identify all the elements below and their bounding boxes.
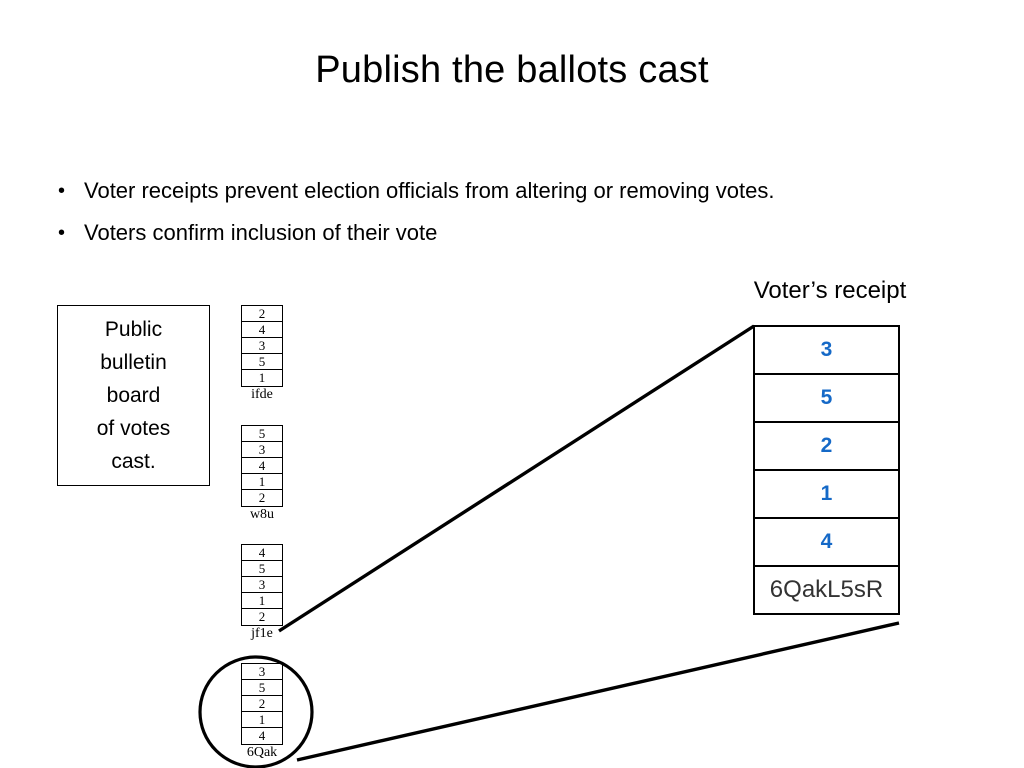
ballot-rank-cell: 2 xyxy=(242,306,282,322)
ballot-rank-cell: 5 xyxy=(242,426,282,442)
bullet-text: Voters confirm inclusion of their vote xyxy=(84,220,438,245)
ballot-rank-cell: 3 xyxy=(242,577,282,593)
bulletin-line: board xyxy=(106,384,161,407)
ballot-rank-cell: 2 xyxy=(258,490,266,505)
ballot-rank-cell: 1 xyxy=(242,474,282,490)
voter-receipt-panel: 3 5 2 1 4 6QakL5sR xyxy=(753,325,900,615)
receipt-rank-cell: 1 xyxy=(755,471,898,519)
bullet-list: • Voter receipts prevent election offici… xyxy=(58,170,988,254)
ballot-cells: 3 5 2 1 4 xyxy=(241,663,283,745)
ballot-rank-cell: 2 xyxy=(242,696,282,712)
ballot-code-label: jf1e xyxy=(251,626,273,641)
page-title: Publish the ballots cast xyxy=(315,49,709,91)
ballot-rank-cell: 5 xyxy=(242,561,282,577)
receipt-rank-cell: 4 xyxy=(755,519,898,567)
ballot-stack: 4 5 3 1 2 jf1e xyxy=(241,544,283,642)
bulletin-line: of votes xyxy=(96,417,171,440)
ballot-rank-cell: 1 xyxy=(242,593,282,609)
ballot-rank-cell: 1 xyxy=(258,370,266,385)
ballot-cells: 2 4 3 5 1 xyxy=(241,305,283,387)
ballot-rank-cell: 5 xyxy=(242,680,282,696)
ballot-rank-cell: 4 xyxy=(242,545,282,561)
ballot-rank-cell: 5 xyxy=(242,354,282,370)
ballot-rank-cell: 2 xyxy=(258,609,266,624)
ballot-cells: 4 5 3 1 2 xyxy=(241,544,283,626)
ballot-rank-cell: 4 xyxy=(258,728,266,743)
ballot-rank-cell: 1 xyxy=(242,712,282,728)
bullet-item: • Voter receipts prevent election offici… xyxy=(58,170,988,212)
ballot-code-label: w8u xyxy=(249,507,275,522)
bullet-marker-icon: • xyxy=(58,180,66,202)
ballot-rank-cell: 4 xyxy=(242,458,282,474)
ballot-code-label: ifde xyxy=(251,387,273,402)
bulletin-line: bulletin xyxy=(100,351,167,374)
ballot-stack: 2 4 3 5 1 ifde xyxy=(241,305,283,403)
ballot-stack: 5 3 4 1 2 w8u xyxy=(241,425,283,523)
bullet-marker-icon: • xyxy=(58,222,66,244)
receipt-rank-cell: 3 xyxy=(755,327,898,375)
bulletin-line: cast. xyxy=(111,450,156,473)
ballot-rank-cell: 3 xyxy=(242,338,282,354)
ballot-code-label: 6Qak xyxy=(246,745,278,760)
ballot-rank-cell: 3 xyxy=(242,664,282,680)
receipt-rank-cell: 5 xyxy=(755,375,898,423)
receipt-code-label: 6QakL5sR xyxy=(769,576,884,603)
bullet-text: Voter receipts prevent election official… xyxy=(84,178,775,203)
bulletin-line: Public xyxy=(104,318,163,341)
connector-line-upper xyxy=(278,324,755,633)
ballot-rank-cell: 3 xyxy=(242,442,282,458)
ballot-stack-selected: 3 5 2 1 4 6Qak xyxy=(241,663,283,761)
ballot-rank-cell: 4 xyxy=(242,322,282,338)
receipt-rank-cell: 2 xyxy=(755,423,898,471)
ballot-cells: 5 3 4 1 2 xyxy=(241,425,283,507)
bullet-item: • Voters confirm inclusion of their vote xyxy=(58,212,988,254)
receipt-heading: Voter’s receipt xyxy=(753,277,907,304)
connector-line-lower xyxy=(296,621,900,762)
public-bulletin-board-box: Public bulletin board of votes cast. xyxy=(57,305,210,486)
